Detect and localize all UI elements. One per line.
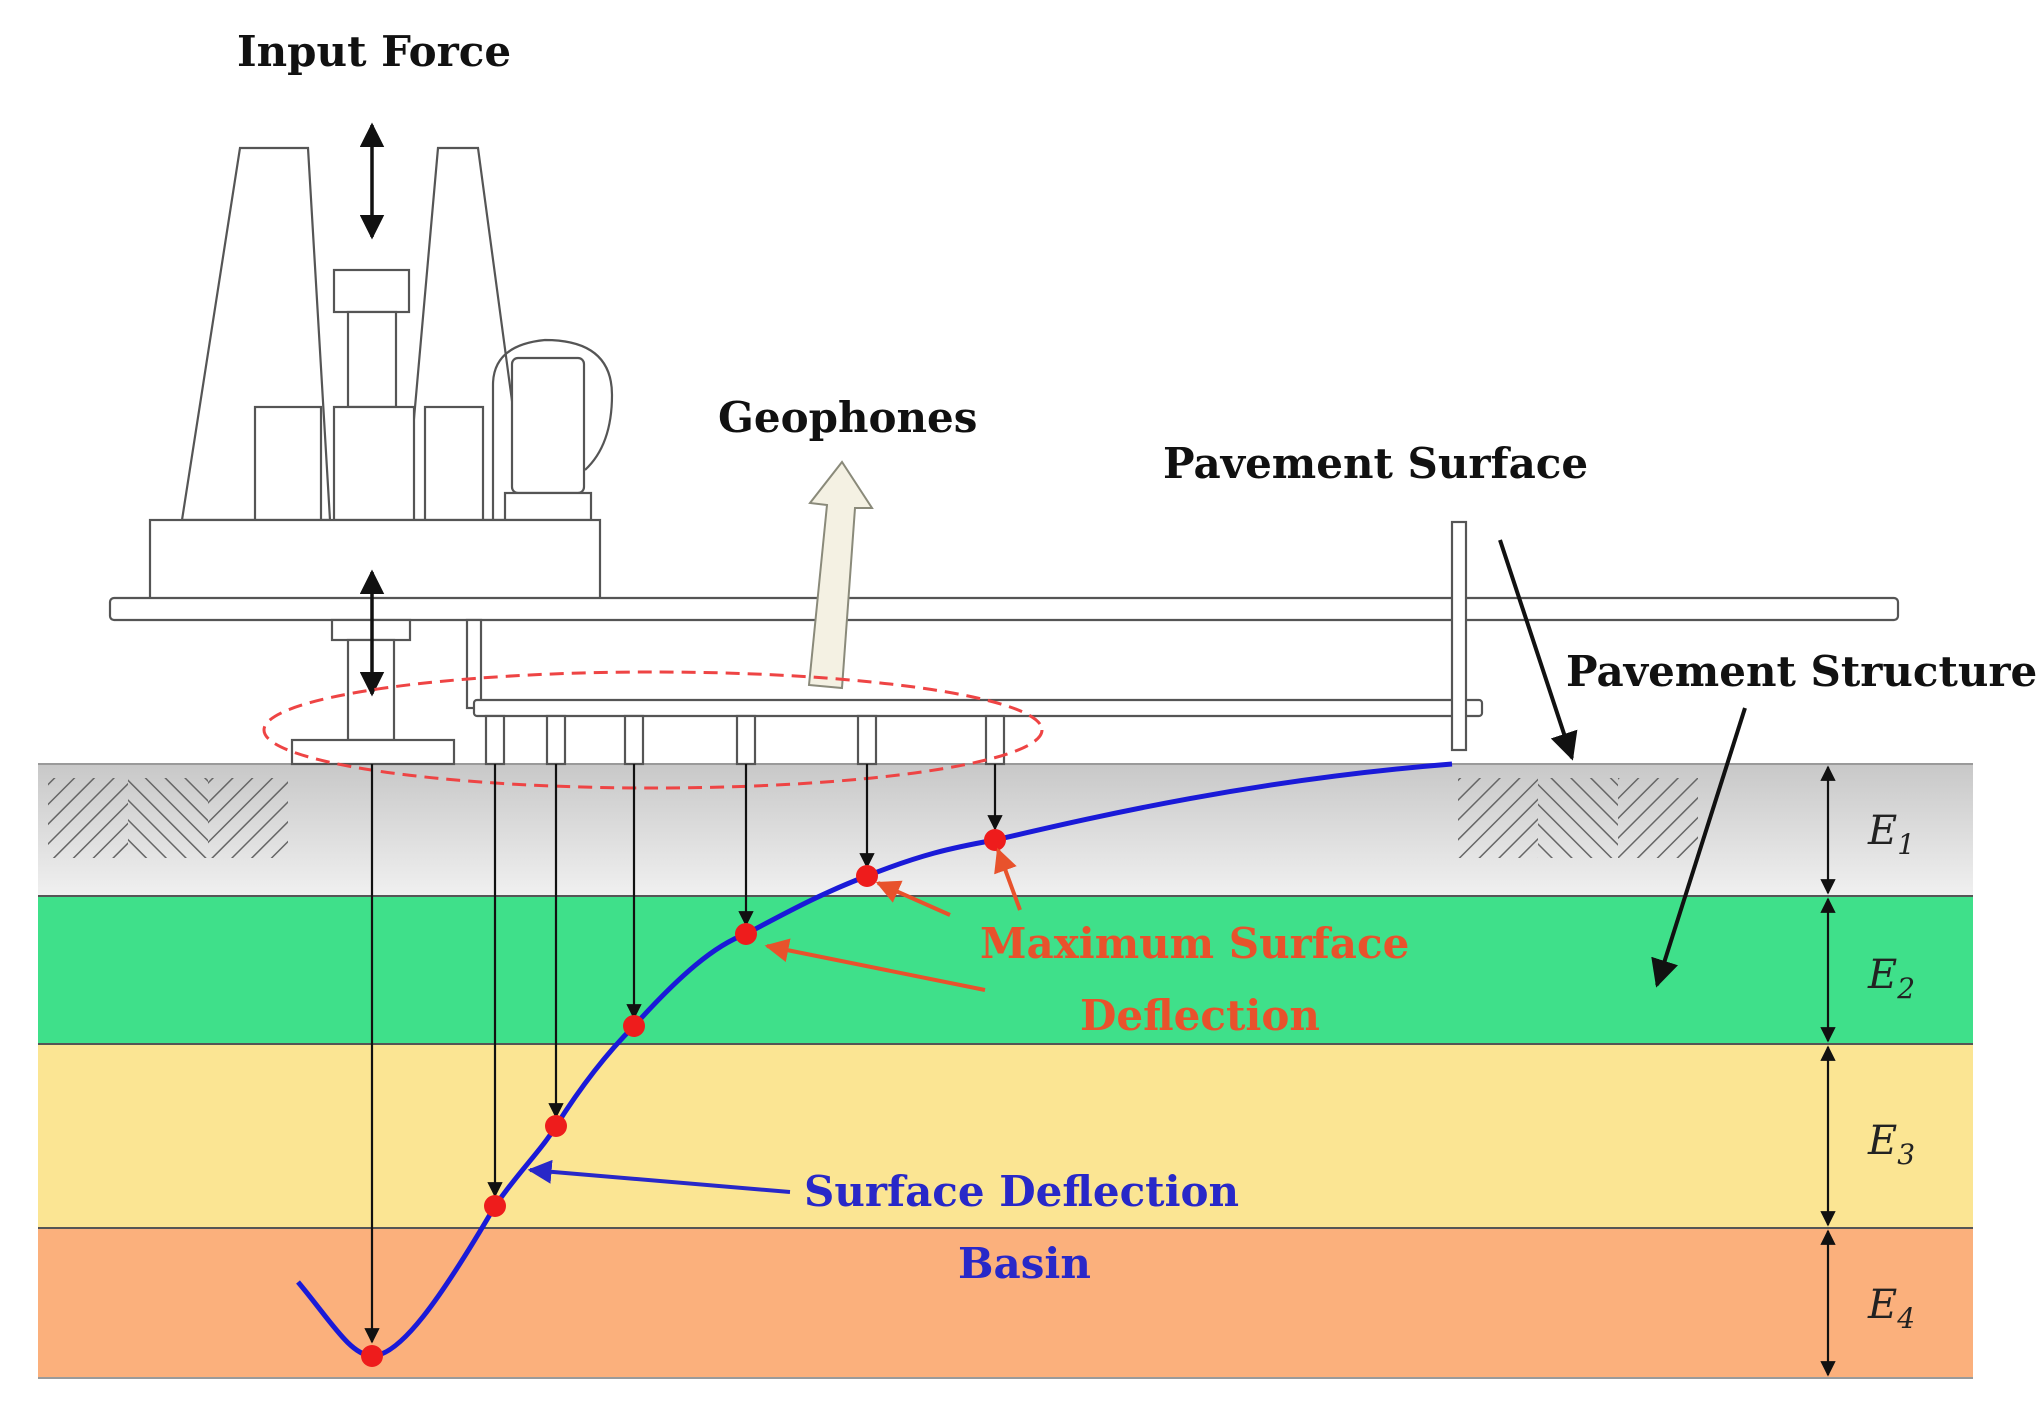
svg-text:E2: E2 (1867, 952, 1915, 1005)
pavement-structure-label: Pavement Structure (1566, 647, 2037, 696)
layer-e3-sub: 3 (1897, 1138, 1915, 1171)
input-force-label: Input Force (237, 27, 511, 76)
fwd-equipment (108, 146, 1900, 766)
surface-deflection-label-1: Surface Deflection (804, 1167, 1239, 1216)
surface-texture-left (48, 778, 288, 858)
max-deflection-label-1: Maximum Surface (980, 919, 1409, 968)
pavement-surface-label: Pavement Surface (1163, 439, 1588, 488)
geophone-highlight-ellipse (262, 670, 1044, 790)
layer-e2-symbol: E (1867, 952, 1897, 998)
layer-e4-symbol: E (1867, 1282, 1897, 1328)
geophone-bar (472, 698, 1484, 718)
svg-text:E4: E4 (1867, 1282, 1915, 1335)
svg-text:E1: E1 (1867, 808, 1915, 861)
layer-e1-sub: 1 (1897, 828, 1915, 861)
layer-e2 (38, 896, 1973, 1044)
measurement-lines (364, 764, 1003, 1344)
layer-labels: E1 E2 E3 E4 (1867, 808, 1915, 1335)
surface-texture-right (1458, 778, 1698, 858)
surface-deflection-label-2: Basin (958, 1239, 1091, 1288)
geophones-label: Geophones (718, 393, 977, 442)
svg-text:E3: E3 (1867, 1118, 1915, 1171)
layer-e3 (38, 1044, 1973, 1228)
up-arrow-icon (807, 460, 874, 690)
deflection-basin-curve (296, 761, 1453, 1359)
trailer-beam (108, 596, 1900, 622)
layer-e2-sub: 2 (1896, 972, 1915, 1005)
layer-e3-symbol: E (1867, 1118, 1897, 1164)
measurement-points (361, 829, 1006, 1367)
layer-e1-symbol: E (1867, 808, 1897, 854)
annotation-arrows (527, 539, 1747, 1194)
layer-e4-sub: 4 (1896, 1302, 1915, 1335)
max-deflection-label-2: Deflection (1080, 991, 1320, 1040)
